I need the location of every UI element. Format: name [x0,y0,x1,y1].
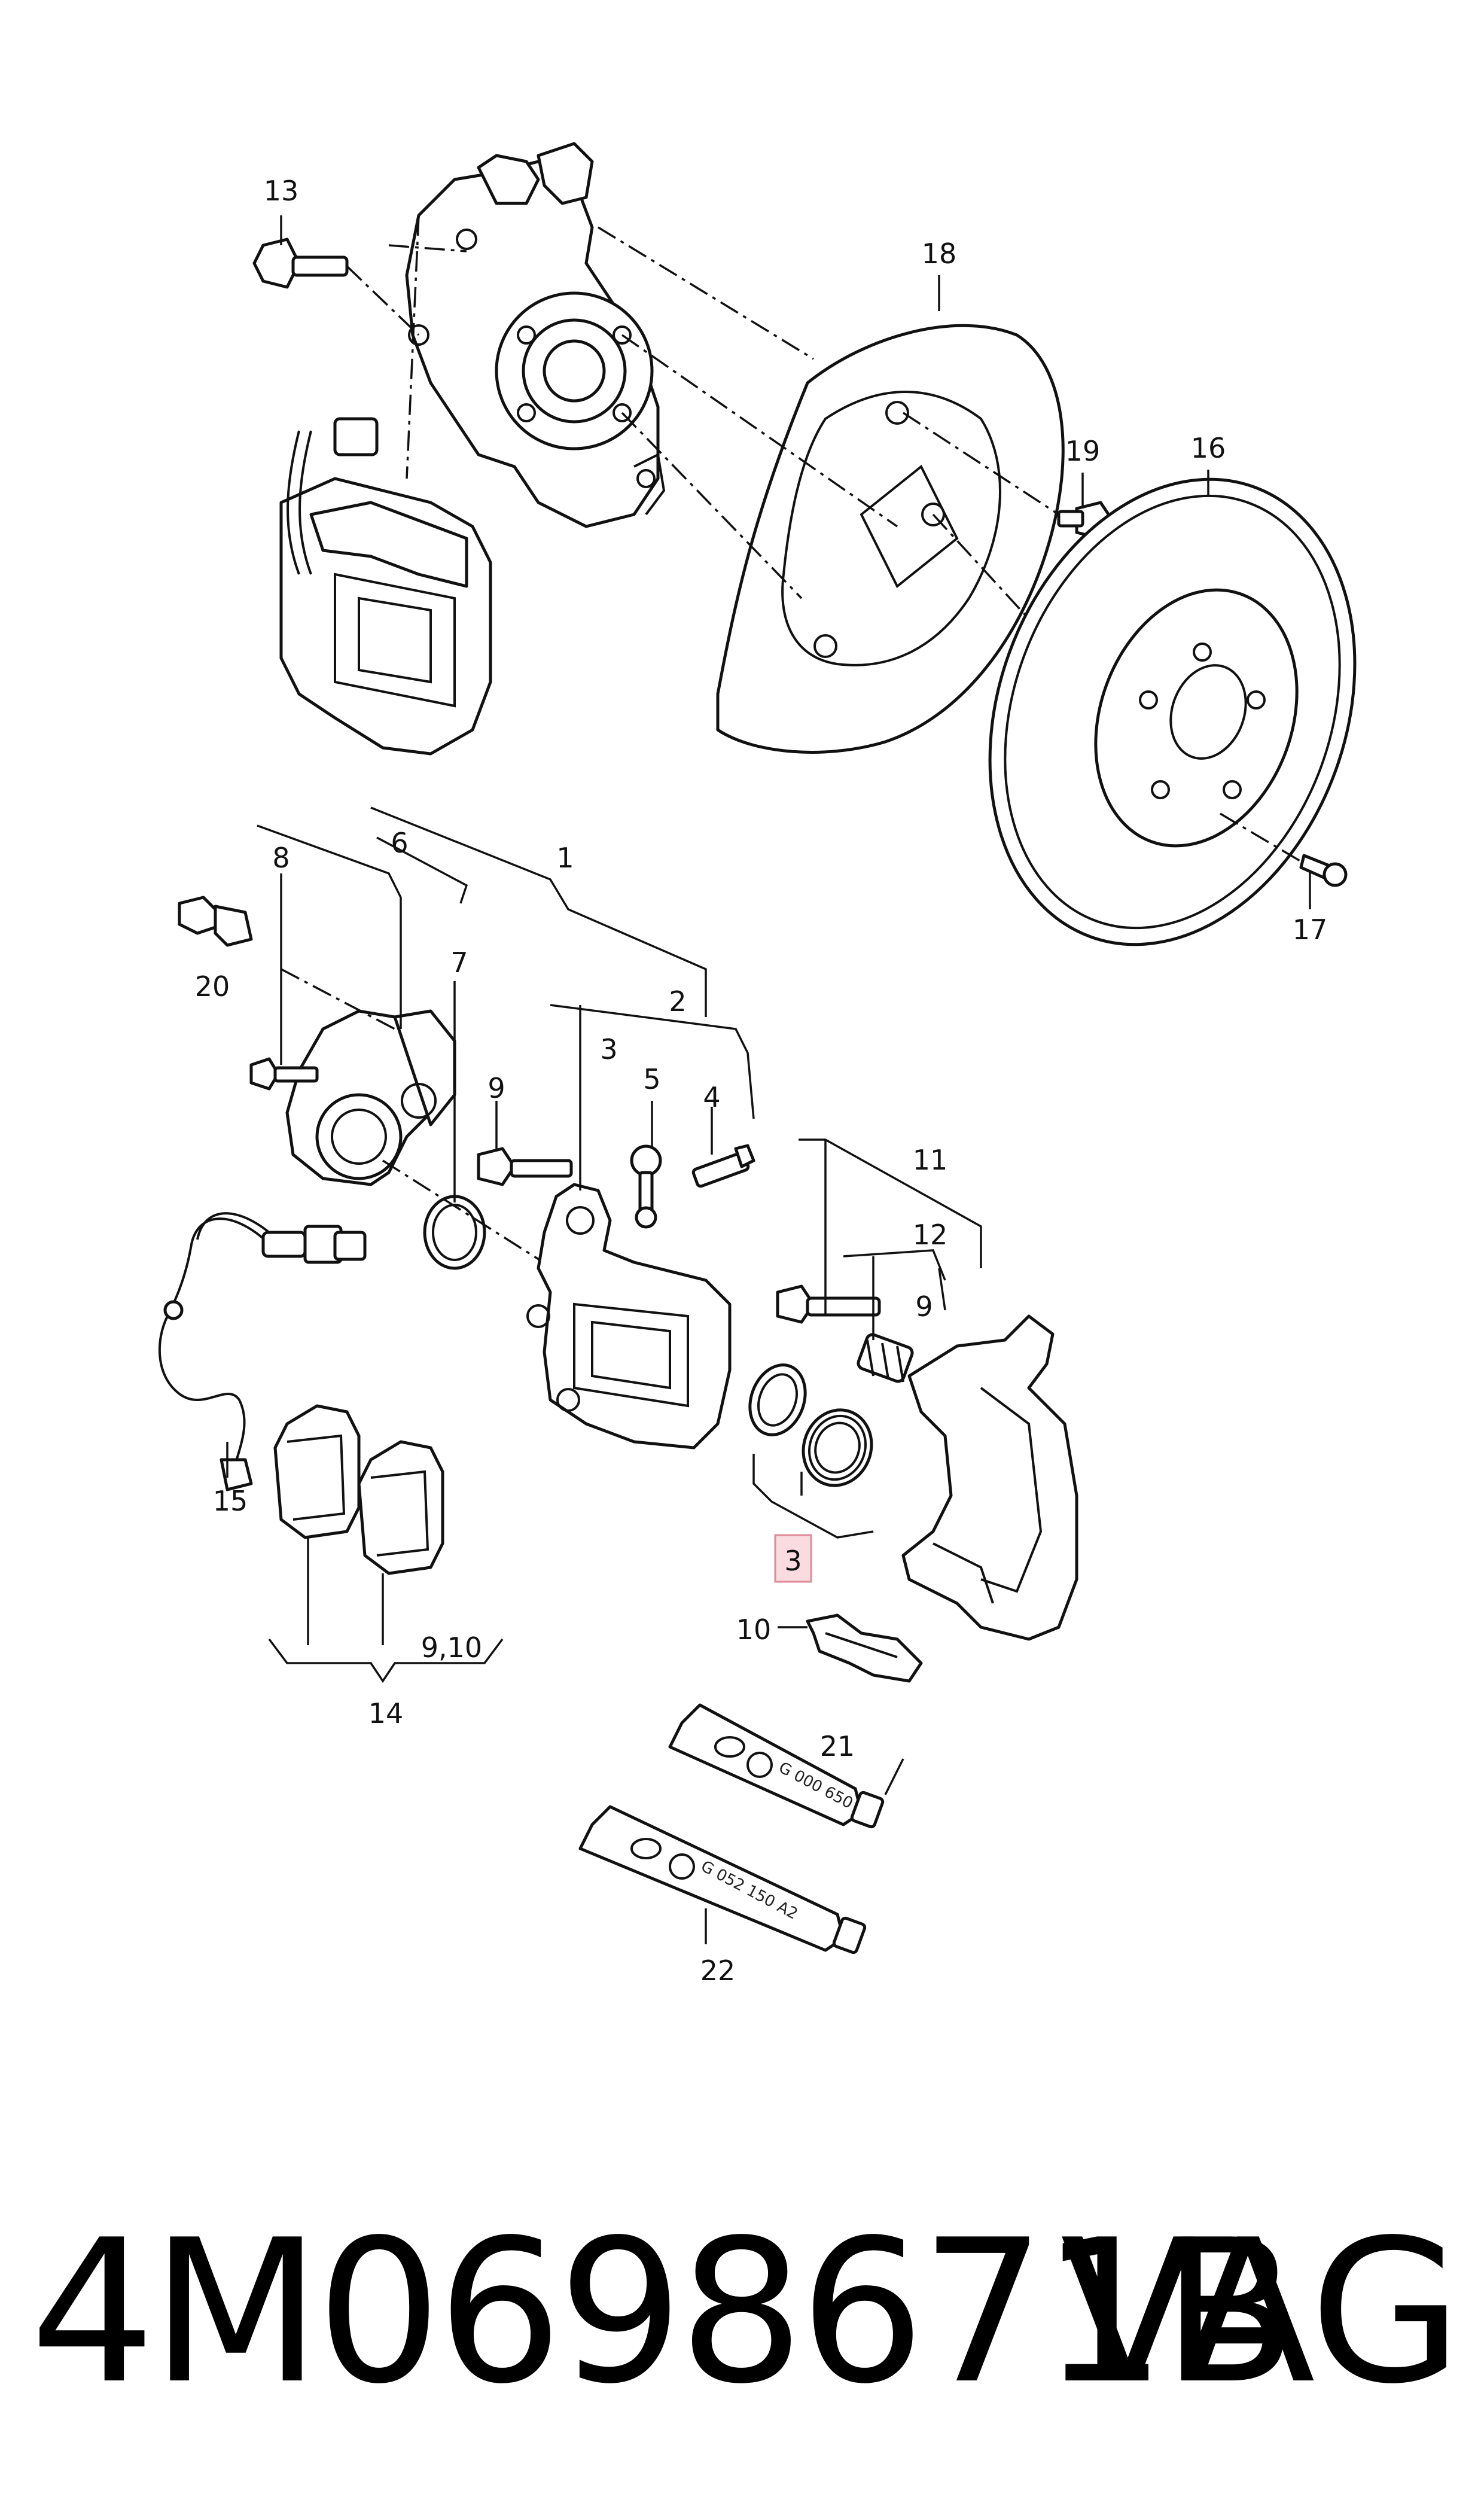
splash-shield [716,324,1065,754]
caliper-housing [526,1183,732,1450]
bleeder-valve-5 [630,1144,662,1229]
brake-pad-inner [273,1404,361,1539]
plug-20 [178,896,253,947]
callout-1: 1 [556,842,574,874]
screw-17 [1299,854,1348,887]
callout-12: 12 [913,1219,948,1251]
callout-7: 7 [450,946,468,979]
callout-8: 8 [272,842,290,874]
brake-pad-outer [357,1440,444,1575]
callout-9-10: 9,10 [421,1631,482,1664]
callout-21: 21 [820,1730,855,1762]
callout-22: 22 [700,1954,736,1987]
guide-bolt-9 [477,1147,573,1186]
callout-9-bracket: 9 [915,1290,933,1323]
guide-bolt-9-right [776,1284,881,1324]
bolt-13 [252,238,349,289]
grease-tube-22: G 052 150 A2 [578,1805,867,1954]
callout-18: 18 [922,238,957,270]
anti-rattle-spring-10 [806,1613,923,1683]
exploded-parts-diagram: G 000 650 G 052 150 A2 [158,142,1357,1987]
grease-tube-21: G 000 650 [668,1703,885,1829]
callout-20: 20 [195,970,230,1003]
guide-boot-12 [857,1333,914,1383]
callout-labels: 13 18 19 16 17 8 6 1 7 20 2 3 5 4 9 11 1… [195,175,1328,1987]
callout-14: 14 [368,1697,404,1730]
callout-10: 10 [736,1613,772,1646]
callout-19: 19 [1065,435,1101,467]
callout-2: 2 [669,985,686,1018]
bolt-8 [249,1057,319,1091]
brand-name: VAG [1060,2197,1462,2427]
callout-16: 16 [1191,432,1226,464]
callout-3-highlight-box [774,1534,812,1583]
steering-knuckle [405,142,666,528]
callout-5: 5 [643,1063,660,1095]
piston-seal [748,1363,807,1436]
leader-lines [226,215,1311,1944]
callout-13: 13 [264,175,299,207]
brake-disc [988,477,1357,946]
wear-sensor-cable [158,1212,367,1491]
parking-brake-motor [285,1009,456,1186]
dust-boot [802,1408,873,1487]
part-number: 4M0698671B [30,2197,1297,2427]
bleeder-screw-4 [691,1144,755,1188]
callout-15: 15 [213,1485,248,1517]
caliper-bracket [901,1314,1078,1641]
callout-11: 11 [913,1144,948,1176]
callout-4: 4 [703,1081,720,1113]
callout-3-housing: 3 [600,1033,617,1065]
assembled-caliper-view [279,417,492,756]
callout-3-seal: 3 [784,1545,802,1577]
callout-6: 6 [391,827,408,859]
callout-9-bolt: 9 [487,1072,505,1104]
callout-17: 17 [1293,914,1328,946]
